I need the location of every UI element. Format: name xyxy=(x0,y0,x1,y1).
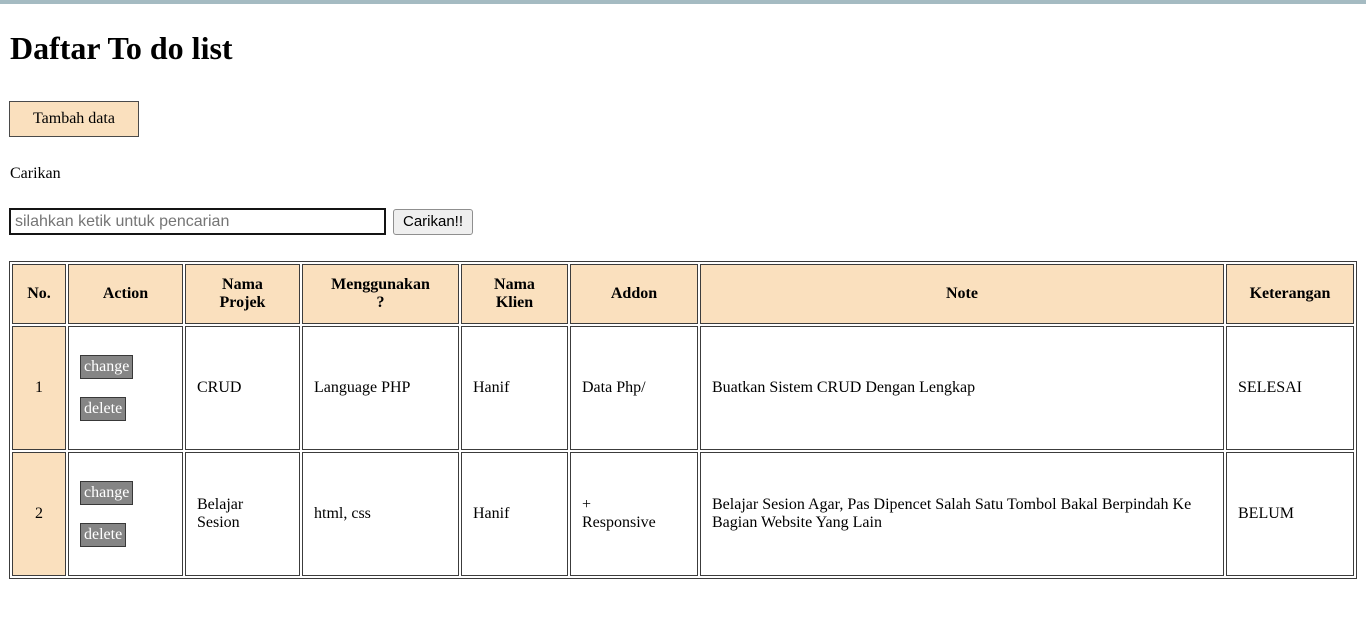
cell-action: change delete xyxy=(68,452,183,576)
cell-addon: + Responsive xyxy=(570,452,698,576)
cell-note: Buatkan Sistem CRUD Dengan Lengkap xyxy=(700,326,1224,450)
cell-no: 1 xyxy=(12,326,66,450)
add-data-button[interactable]: Tambah data xyxy=(9,101,139,137)
top-accent-bar xyxy=(0,0,1366,4)
column-header-no: No. xyxy=(12,264,66,324)
column-header-keterangan: Keterangan xyxy=(1226,264,1354,324)
cell-addon: Data Php/ xyxy=(570,326,698,450)
table-header-row: No. Action Nama Projek Menggunakan ? Nam… xyxy=(12,264,1354,324)
column-header-addon: Addon xyxy=(570,264,698,324)
column-header-menggunakan: Menggunakan ? xyxy=(302,264,459,324)
cell-nama-projek: Belajar Sesion xyxy=(185,452,300,576)
change-link[interactable]: change xyxy=(80,355,134,379)
delete-link[interactable]: delete xyxy=(80,397,127,421)
column-header-action: Action xyxy=(68,264,183,324)
cell-no: 2 xyxy=(12,452,66,576)
search-label: Carikan xyxy=(10,165,61,182)
column-header-nama-projek: Nama Projek xyxy=(185,264,300,324)
cell-action: change delete xyxy=(68,326,183,450)
search-row: Carikan!! xyxy=(9,208,1357,235)
cell-note: Belajar Sesion Agar, Pas Dipencet Salah … xyxy=(700,452,1224,576)
cell-keterangan: SELESAI xyxy=(1226,326,1354,450)
delete-link[interactable]: delete xyxy=(80,523,127,547)
change-link[interactable]: change xyxy=(80,481,134,505)
column-header-nama-klien: Nama Klien xyxy=(461,264,568,324)
column-header-note: Note xyxy=(700,264,1224,324)
table-row: 2 change delete Belajar Sesion html, css… xyxy=(12,452,1354,576)
cell-menggunakan: Language PHP xyxy=(302,326,459,450)
todo-table: No. Action Nama Projek Menggunakan ? Nam… xyxy=(9,261,1357,579)
search-input[interactable] xyxy=(9,208,386,235)
cell-menggunakan: html, css xyxy=(302,452,459,576)
table-row: 1 change delete CRUD Language PHP Hanif … xyxy=(12,326,1354,450)
cell-nama-klien: Hanif xyxy=(461,452,568,576)
cell-nama-klien: Hanif xyxy=(461,326,568,450)
cell-keterangan: BELUM xyxy=(1226,452,1354,576)
page-title: Daftar To do list xyxy=(10,30,233,66)
search-button[interactable]: Carikan!! xyxy=(393,208,474,235)
cell-nama-projek: CRUD xyxy=(185,326,300,450)
page-content: Daftar To do list Tambah data Carikan Ca… xyxy=(0,30,1366,619)
